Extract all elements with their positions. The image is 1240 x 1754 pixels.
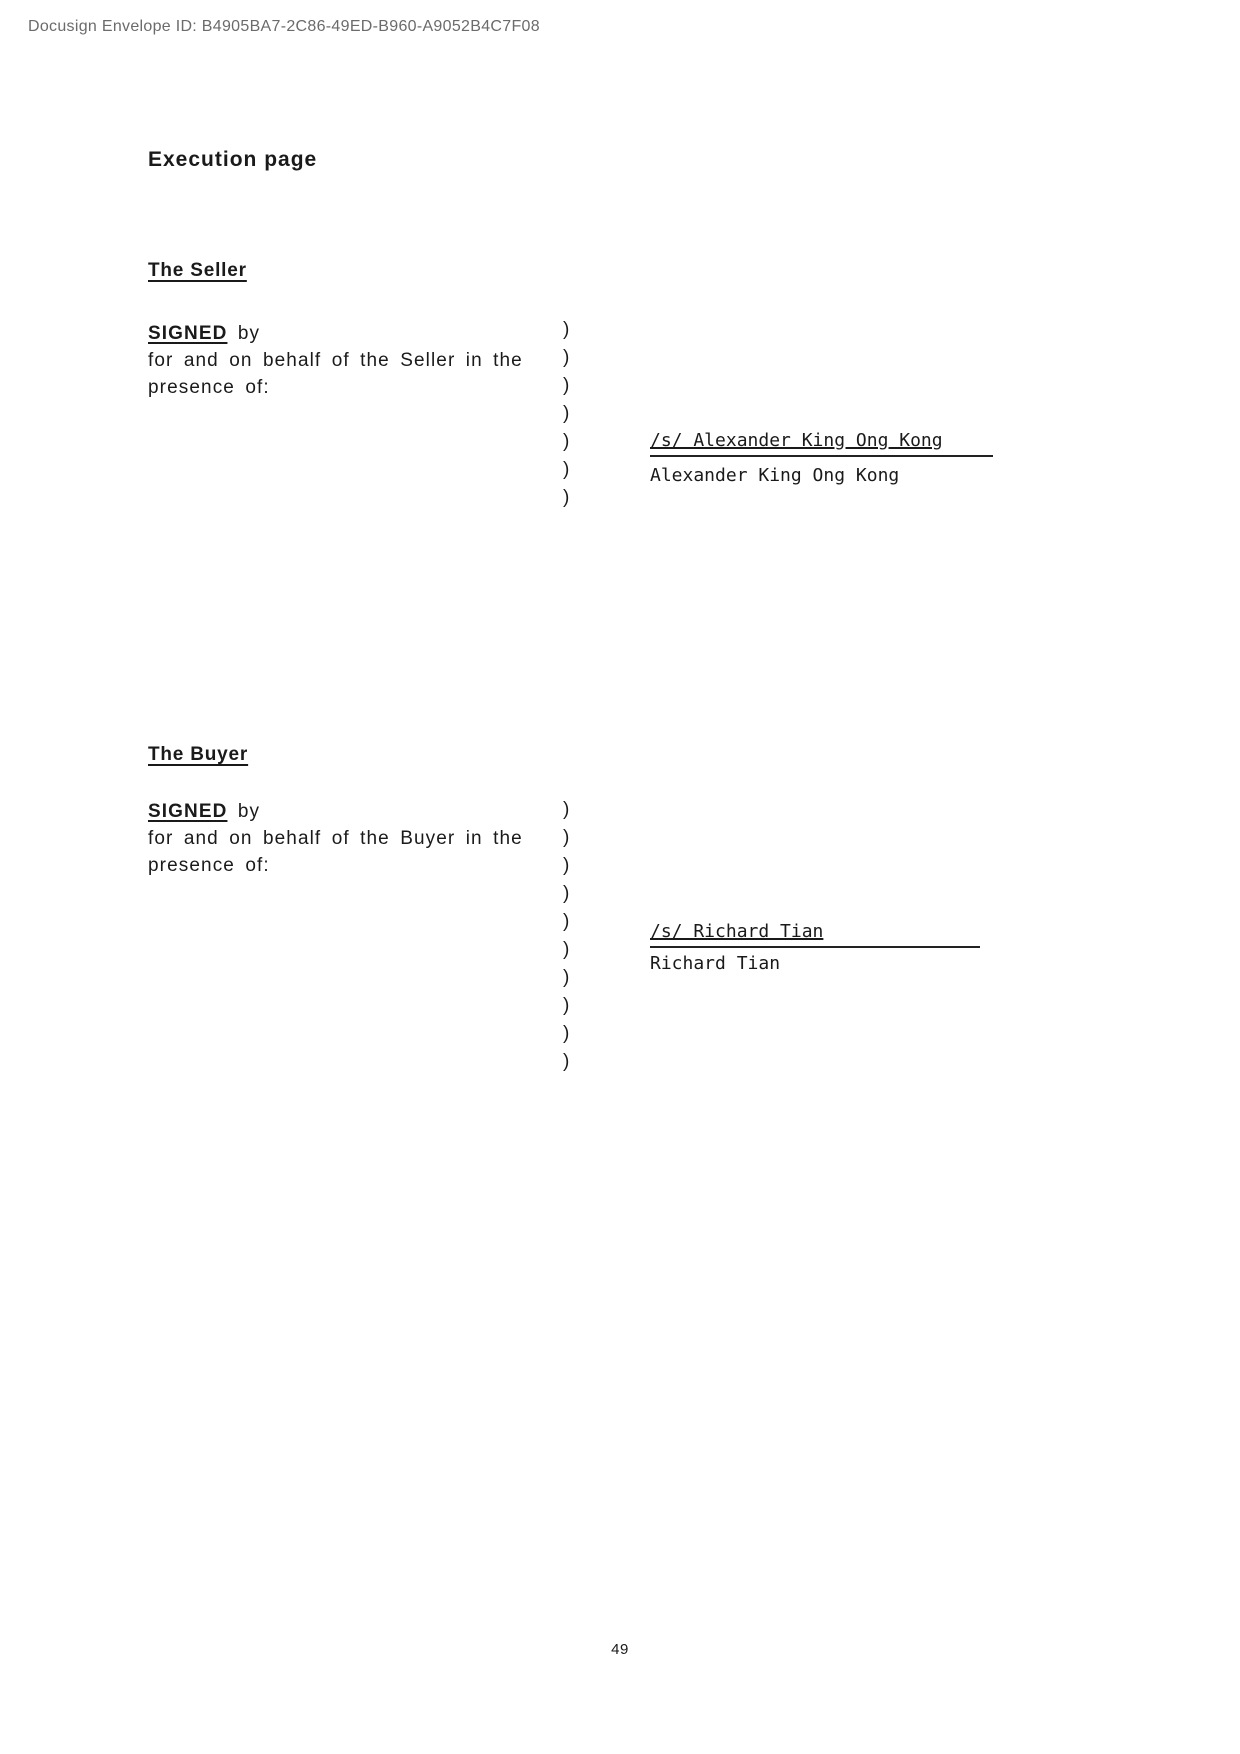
buyer-signed-keyword: SIGNED (148, 801, 228, 822)
buyer-presence-line: presence of: (148, 855, 270, 876)
buyer-section-heading: The Buyer (148, 744, 249, 765)
seller-signed-block: SIGNED by for and on behalf of the Selle… (148, 320, 578, 401)
seller-signed-by-rest: by (227, 323, 261, 344)
buyer-signatory-name: Richard Tian (650, 953, 781, 974)
buyer-paren-column: ) ) ) ) ) ) ) ) ) ) (563, 799, 570, 1072)
buyer-signature-line: /s/ Richard Tian (650, 921, 980, 948)
seller-attestation-line: for and on behalf of the Seller in the (148, 350, 523, 371)
seller-section-heading: The Seller (148, 260, 247, 281)
buyer-signature-text: /s/ Richard Tian (650, 921, 824, 942)
docusign-envelope-id: Docusign Envelope ID: B4905BA7-2C86-49ED… (28, 18, 540, 35)
buyer-signed-by-rest: by (227, 801, 261, 822)
page-number: 49 (611, 1641, 629, 1658)
seller-signed-keyword: SIGNED (148, 323, 228, 344)
page-title: Execution page (148, 148, 318, 171)
buyer-signed-block: SIGNED by for and on behalf of the Buyer… (148, 798, 578, 879)
seller-signature-line: /s/ Alexander King Ong Kong (650, 430, 993, 457)
seller-presence-line: presence of: (148, 377, 270, 398)
buyer-signed-by-line: SIGNED by (148, 798, 578, 825)
seller-signature-text: /s/ Alexander King Ong Kong (650, 430, 943, 451)
seller-paren-column: ) ) ) ) ) ) ) (563, 319, 570, 508)
buyer-attestation-line: for and on behalf of the Buyer in the (148, 828, 523, 849)
seller-signed-by-line: SIGNED by (148, 320, 578, 347)
seller-signatory-name: Alexander King Ong Kong (650, 465, 900, 486)
